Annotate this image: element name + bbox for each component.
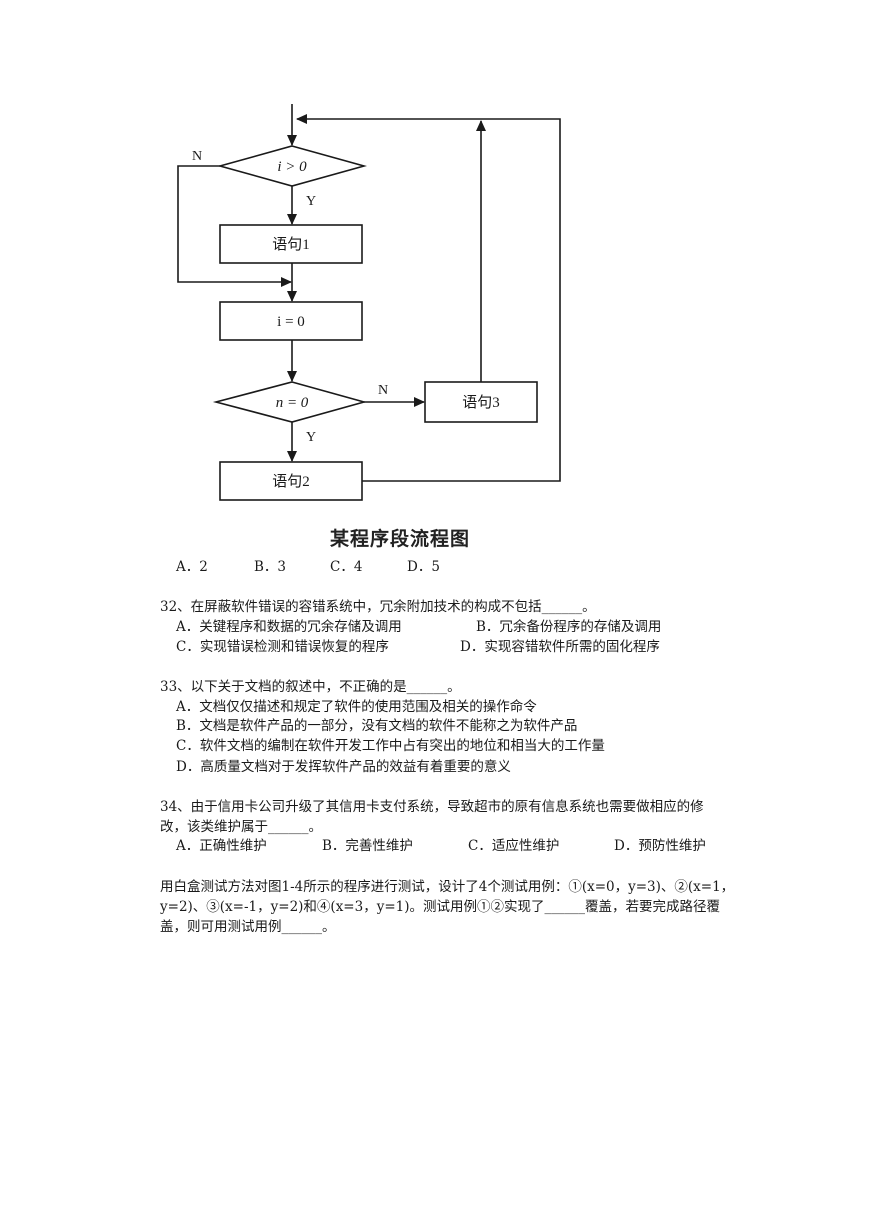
q32-option-b[interactable]: B．冗余备份程序的存储及调用 xyxy=(476,619,662,635)
q33-option-d[interactable]: D．高质量文档对于发挥软件产品的效益有着重要的意义 xyxy=(176,759,511,775)
q31-option-a[interactable]: A．2 xyxy=(176,559,208,575)
stmt1-label: 语句1 xyxy=(272,236,310,253)
box-assign xyxy=(219,301,363,341)
q34-option-d[interactable]: D．预防性维护 xyxy=(614,838,706,854)
q34-stem-line1: 34、由于信用卡公司升级了其信用卡支付系统，导致超市的原有信息系统也需要做相应的… xyxy=(160,799,704,815)
q33-option-c[interactable]: C．软件文档的编制在软件开发工作中占有突出的地位和相当大的工作量 xyxy=(176,738,605,754)
q31-option-b[interactable]: B．3 xyxy=(254,559,287,575)
q32-option-d[interactable]: D．实现容错软件所需的固化程序 xyxy=(460,639,660,655)
yes-label-1: Y xyxy=(306,194,316,209)
q32-option-a[interactable]: A．关键程序和数据的冗余存储及调用 xyxy=(176,619,402,635)
stmt3-label: 语句3 xyxy=(462,394,500,411)
yes-label-2: Y xyxy=(306,430,316,445)
arrow-no-1 xyxy=(177,165,292,287)
q33-option-b[interactable]: B．文档是软件产品的一部分，没有文档的软件不能称之为软件产品 xyxy=(176,718,578,734)
q35-line3: 盖，则可用测试用例______。 xyxy=(160,919,336,935)
q32-options-row1: A．关键程序和数据的冗余存储及调用 B．冗余备份程序的存储及调用 xyxy=(176,617,661,637)
q32-options-row2: C．实现错误检测和错误恢复的程序 D．实现容错软件所需的固化程序 xyxy=(176,637,660,657)
q31-options: A．2 B．3 C．4 D．5 xyxy=(176,557,440,577)
no-label-1: N xyxy=(192,149,202,164)
q33-option-a[interactable]: A．文档仅仅描述和规定了软件的使用范围及相关的操作命令 xyxy=(176,699,537,715)
q32-option-c[interactable]: C．实现错误检测和错误恢复的程序 xyxy=(176,639,389,655)
arrow-loop-back xyxy=(296,114,561,482)
box-stmt1 xyxy=(219,224,363,264)
q34-stem-line2: 改，该类维护属于______。 xyxy=(160,819,322,835)
cond2-label: n = 0 xyxy=(276,395,309,411)
q34-option-b[interactable]: B．完善性维护 xyxy=(322,838,413,854)
q35-line1: 用白盒测试方法对图1-4所示的程序进行测试，设计了4个测试用例：①(x=0，y=… xyxy=(160,879,735,895)
assign-label: i = 0 xyxy=(277,314,305,330)
q32-stem: 32、在屏蔽软件错误的容错系统中，冗余附加技术的构成不包括______。 xyxy=(160,599,596,615)
q34-option-a[interactable]: A．正确性维护 xyxy=(176,838,267,854)
q33-stem: 33、以下关于文档的叙述中，不正确的是______。 xyxy=(160,679,461,695)
q35-line2: y=2)、③(x=-1，y=2)和④(x=3，y=1)。测试用例①②实现了___… xyxy=(160,899,721,915)
cond1-label: i > 0 xyxy=(277,159,307,175)
q31-option-c[interactable]: C．4 xyxy=(330,559,363,575)
flowchart: i > 0 语句1 i = 0 n = 0 语句3 语句2 N Y N Y xyxy=(177,104,561,501)
q31-option-d[interactable]: D．5 xyxy=(407,559,440,575)
q34-option-c[interactable]: C．适应性维护 xyxy=(468,838,560,854)
flowchart-caption: 某程序段流程图 xyxy=(329,528,470,550)
q34-options: A．正确性维护 B．完善性维护 C．适应性维护 D．预防性维护 xyxy=(176,836,706,856)
stmt2-label: 语句2 xyxy=(272,473,310,490)
no-label-2: N xyxy=(378,383,388,398)
